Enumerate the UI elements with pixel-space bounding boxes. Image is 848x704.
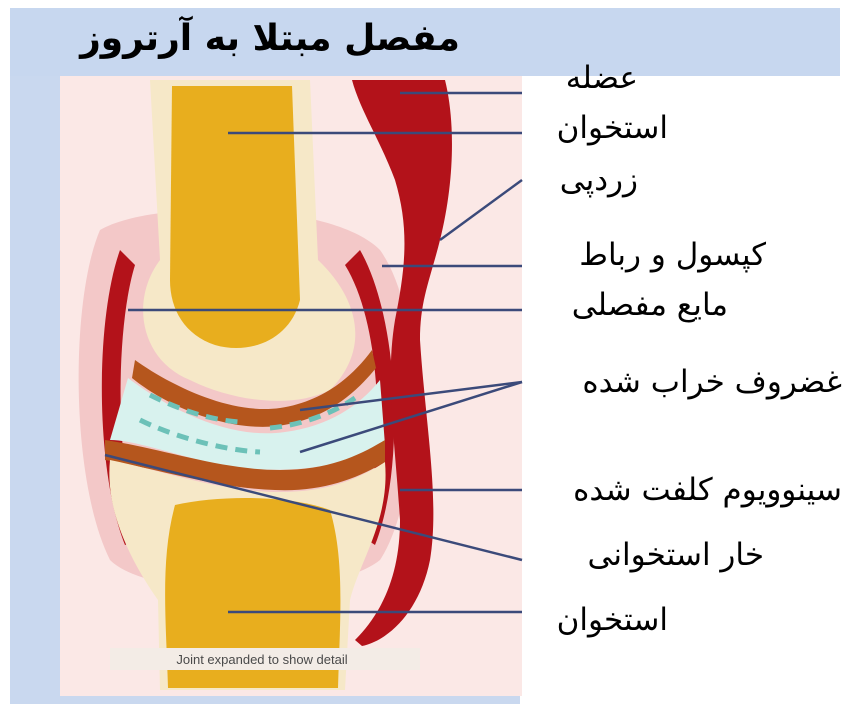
label-bone-bottom: استخوان [557,600,668,640]
label-capsule-ligament: کپسول و رباط [579,235,766,275]
label-joint-fluid: مایع مفصلی [572,285,728,325]
illustration-caption: Joint expanded to show detail [112,652,412,667]
upper-bone-marrow [170,86,300,348]
label-muscle: عضله [566,58,638,98]
diagram-title: مفصل مبتلا به آرتروز [60,12,480,66]
label-thickened-synovium: سینوویوم کلفت شده [573,470,842,510]
label-damaged-cartilage: غضروف خراب شده [582,362,842,402]
label-bone-top: استخوان [557,108,668,148]
label-bone-spur: خار استخوانی [588,535,764,575]
label-yellow-fat: زردپی [560,160,638,200]
